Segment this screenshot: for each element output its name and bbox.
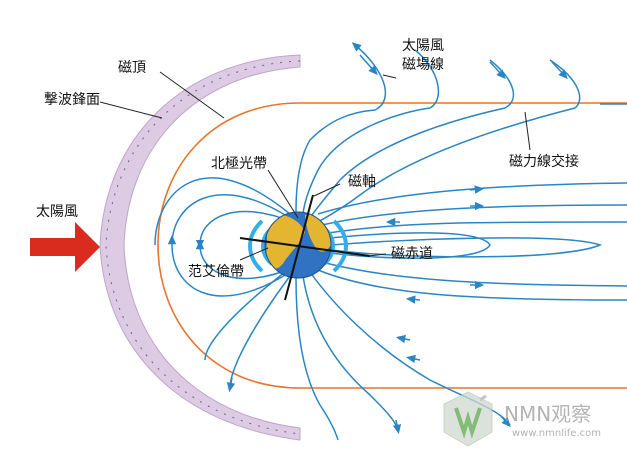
leader-lines	[99, 71, 531, 261]
watermark-brand: NMN观察	[504, 402, 591, 426]
label-magnetic-equator: 磁赤道	[391, 246, 433, 262]
watermark-logo-icon	[443, 391, 493, 447]
bow-shock-ticks	[105, 60, 301, 435]
label-magnetic-reconnection: 磁力線交接	[509, 153, 579, 170]
label-solar-wind: 太陽風	[36, 204, 78, 220]
magnetopause-line	[157, 102, 627, 389]
label-magnetic-axis: 磁軸	[348, 174, 376, 190]
watermark: NMN观察 www.nmnlife.com	[443, 391, 601, 447]
solar-wind-arrow	[30, 222, 100, 272]
magnetic-axis-line	[284, 194, 314, 301]
magnetic-equator-line	[239, 237, 371, 257]
label-van-allen-belt: 范艾倫帶	[188, 263, 244, 280]
label-magnetopause: 磁頂	[118, 60, 146, 76]
label-solar-wind-field-lines: 太陽風磁場線	[402, 38, 444, 73]
label-bow-shock: 撃波鋒面	[44, 92, 100, 108]
watermark-url: www.nmnlife.com	[512, 428, 601, 439]
bow-shock	[99, 54, 301, 441]
label-aurora: 北極光帶	[211, 156, 267, 172]
earth-globe	[264, 211, 332, 279]
field-lines	[154, 42, 627, 441]
